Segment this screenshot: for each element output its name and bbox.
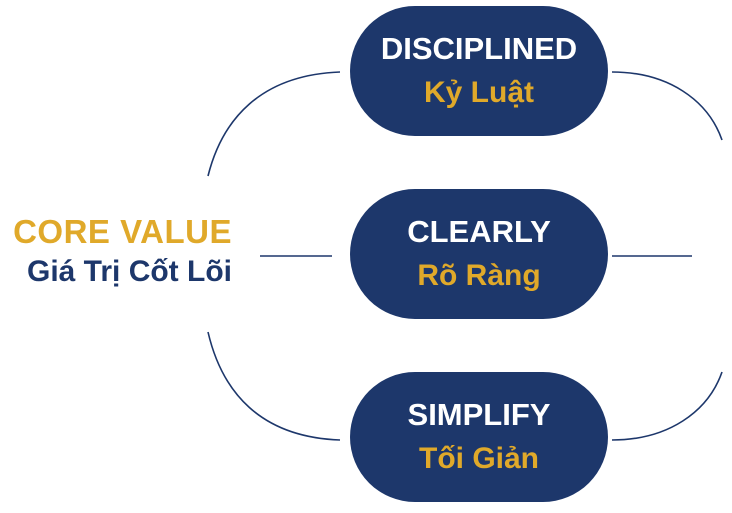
value-pill-simplify: SIMPLIFY Tối Giản	[350, 372, 608, 502]
core-value-subtitle: Giá Trị Cốt Lõi	[26, 255, 232, 288]
core-value-label: CORE VALUE Giá Trị Cốt Lõi	[13, 212, 232, 292]
value-pill-clearly: CLEARLY Rõ Ràng	[350, 189, 608, 319]
value-subtitle: Rõ Ràng	[417, 259, 541, 292]
value-title: SIMPLIFY	[407, 397, 551, 432]
value-title: DISCIPLINED	[380, 31, 578, 66]
connector-right-bottom	[611, 371, 723, 441]
value-subtitle: Tối Giản	[419, 442, 539, 475]
value-title: CLEARLY	[407, 214, 551, 249]
value-subtitle: Kỷ Luật	[423, 76, 534, 109]
connector-left-top	[207, 71, 341, 177]
value-pill-disciplined: DISCIPLINED Kỷ Luật	[350, 6, 608, 136]
connector-left-bottom	[207, 331, 341, 441]
core-value-title: CORE VALUE	[13, 213, 232, 250]
connector-right-top	[611, 71, 723, 141]
